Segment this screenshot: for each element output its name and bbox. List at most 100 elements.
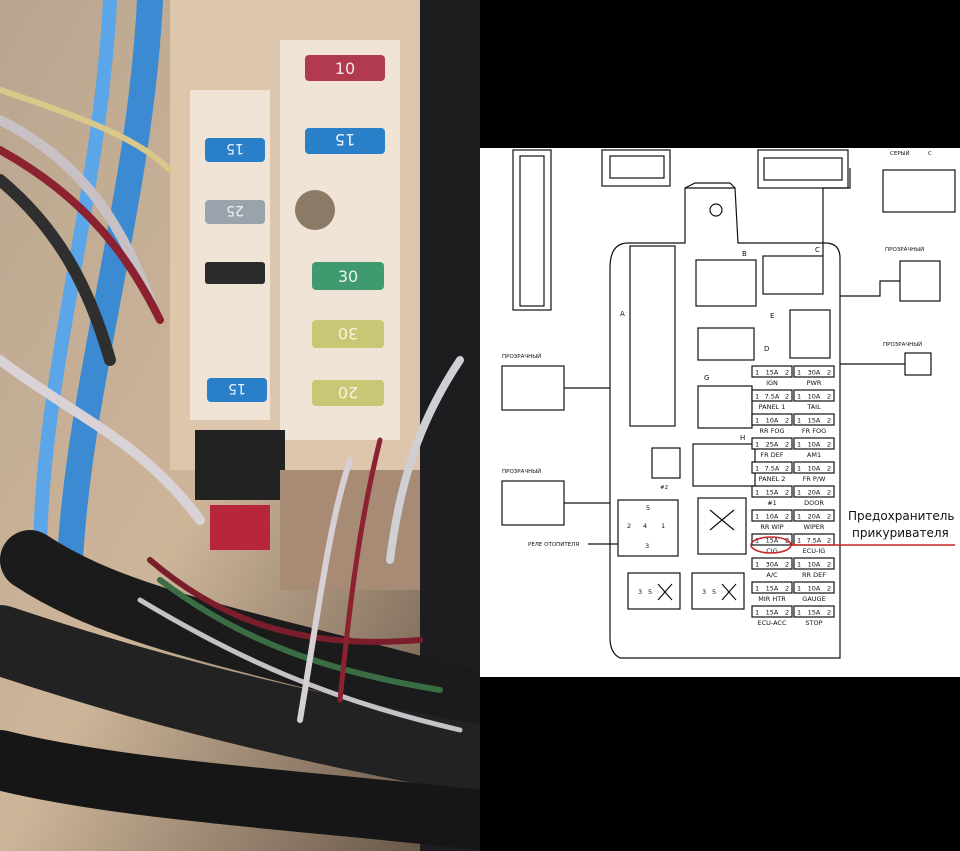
connector-transparent-g (904, 352, 932, 376)
svg-text:1: 1 (797, 585, 801, 593)
label-transparent-f: ПРОЗРАЧНЫЙ (885, 246, 924, 253)
svg-text:2: 2 (827, 537, 831, 545)
svg-text:3: 3 (645, 542, 649, 550)
fuse-20-yellow: 20 (312, 380, 384, 406)
svg-text:3: 3 (702, 588, 706, 596)
fuse-10-label: 10 (335, 59, 355, 78)
svg-text:7.5A: 7.5A (765, 393, 780, 401)
fuse-30-yellow: 30 (312, 320, 384, 348)
svg-text:1: 1 (797, 465, 801, 473)
svg-text:2: 2 (785, 561, 789, 569)
svg-text:2: 2 (827, 465, 831, 473)
connector-h-inner: H (692, 434, 756, 487)
fuse-name: FR DEF (760, 451, 783, 459)
connector-a: A (620, 245, 676, 427)
connector-c-inner: C (762, 246, 824, 295)
fuse-name: MIR HTR (758, 595, 786, 603)
connector-transparent-f (899, 260, 941, 302)
svg-text:1: 1 (797, 561, 801, 569)
fuse-name: RR WIP (760, 523, 783, 531)
connector-e-tag: E (770, 312, 774, 320)
svg-text:1: 1 (797, 441, 801, 449)
fuse-name: DOOR (804, 499, 824, 507)
svg-text:2: 2 (785, 585, 789, 593)
fuse-name: CIG (766, 547, 778, 555)
label-transparent-j: ПРОЗРАЧНЫЙ (502, 468, 541, 475)
connector-d-tag: D (764, 345, 769, 353)
heater-relay-label: РЕЛЕ ОТОПИТЕЛЯ (528, 542, 579, 548)
relay-block (195, 430, 285, 500)
fuse-box-outline (609, 187, 841, 659)
connector-d: D (697, 327, 769, 361)
cig-fuse-highlight (750, 536, 792, 554)
fuse-30-green-label: 30 (338, 267, 358, 286)
svg-text:2: 2 (785, 609, 789, 617)
fuse-15-top-left-label: 15 (226, 140, 244, 156)
svg-text:15A: 15A (766, 537, 779, 545)
svg-text:1: 1 (755, 393, 759, 401)
svg-text:1: 1 (797, 609, 801, 617)
svg-text:1: 1 (661, 522, 665, 530)
svg-text:15A: 15A (766, 369, 779, 377)
top-connector-right (757, 149, 849, 189)
fuse-name: GAUGE (802, 595, 825, 603)
svg-text:10A: 10A (808, 585, 821, 593)
fuse-name: ECU-IG (803, 547, 826, 555)
svg-text:1: 1 (797, 489, 801, 497)
svg-text:2: 2 (827, 393, 831, 401)
svg-text:15A: 15A (766, 489, 779, 497)
svg-text:10A: 10A (766, 513, 779, 521)
top-connector-left (512, 149, 552, 311)
heater-relay: 5 2 4 1 3 (617, 499, 679, 557)
fuse-25-label: 25 (226, 202, 244, 218)
svg-text:10A: 10A (808, 465, 821, 473)
annotation-line-2: прикуривателя (852, 526, 949, 540)
fuse-box-photo: 10 15 15 25 30 30 20 15 (0, 0, 480, 851)
connector-gray-c (882, 169, 956, 213)
fuse-name: RR FOG (760, 427, 785, 435)
svg-text:1: 1 (755, 609, 759, 617)
connector-b: B (695, 250, 757, 307)
svg-text:15A: 15A (766, 609, 779, 617)
relay-lower-right: 3 5 (691, 572, 745, 610)
fuse-name: PANEL 2 (759, 475, 786, 483)
svg-text:1: 1 (797, 393, 801, 401)
svg-text:2: 2 (627, 522, 631, 530)
fuse-name: PWR (807, 379, 822, 387)
svg-text:15A: 15A (808, 609, 821, 617)
fuse-name: WIPER (804, 523, 825, 531)
svg-text:7.5A: 7.5A (765, 465, 780, 473)
fuse-30-yellow-label: 30 (338, 324, 358, 343)
svg-text:5: 5 (646, 504, 650, 512)
svg-text:2: 2 (785, 393, 789, 401)
svg-text:1: 1 (797, 417, 801, 425)
svg-text:30A: 30A (808, 369, 821, 377)
svg-text:25A: 25A (766, 441, 779, 449)
svg-text:5: 5 (712, 588, 716, 596)
svg-text:30A: 30A (766, 561, 779, 569)
fuse-name: PANEL 1 (759, 403, 786, 411)
fuse-name: RR DEF (802, 571, 826, 579)
svg-text:20A: 20A (808, 513, 821, 521)
fuse-15-top-right-label: 15 (335, 130, 355, 149)
relay-2-small: #2 (651, 447, 681, 491)
svg-text:1: 1 (755, 561, 759, 569)
connector-g-inner: G (697, 374, 753, 429)
svg-text:2: 2 (785, 489, 789, 497)
svg-text:1: 1 (755, 417, 759, 425)
svg-text:5: 5 (648, 588, 652, 596)
svg-text:2: 2 (827, 369, 831, 377)
svg-text:1: 1 (755, 513, 759, 521)
connector-a-tag: A (620, 310, 625, 318)
connector-transparent-j (501, 480, 565, 526)
